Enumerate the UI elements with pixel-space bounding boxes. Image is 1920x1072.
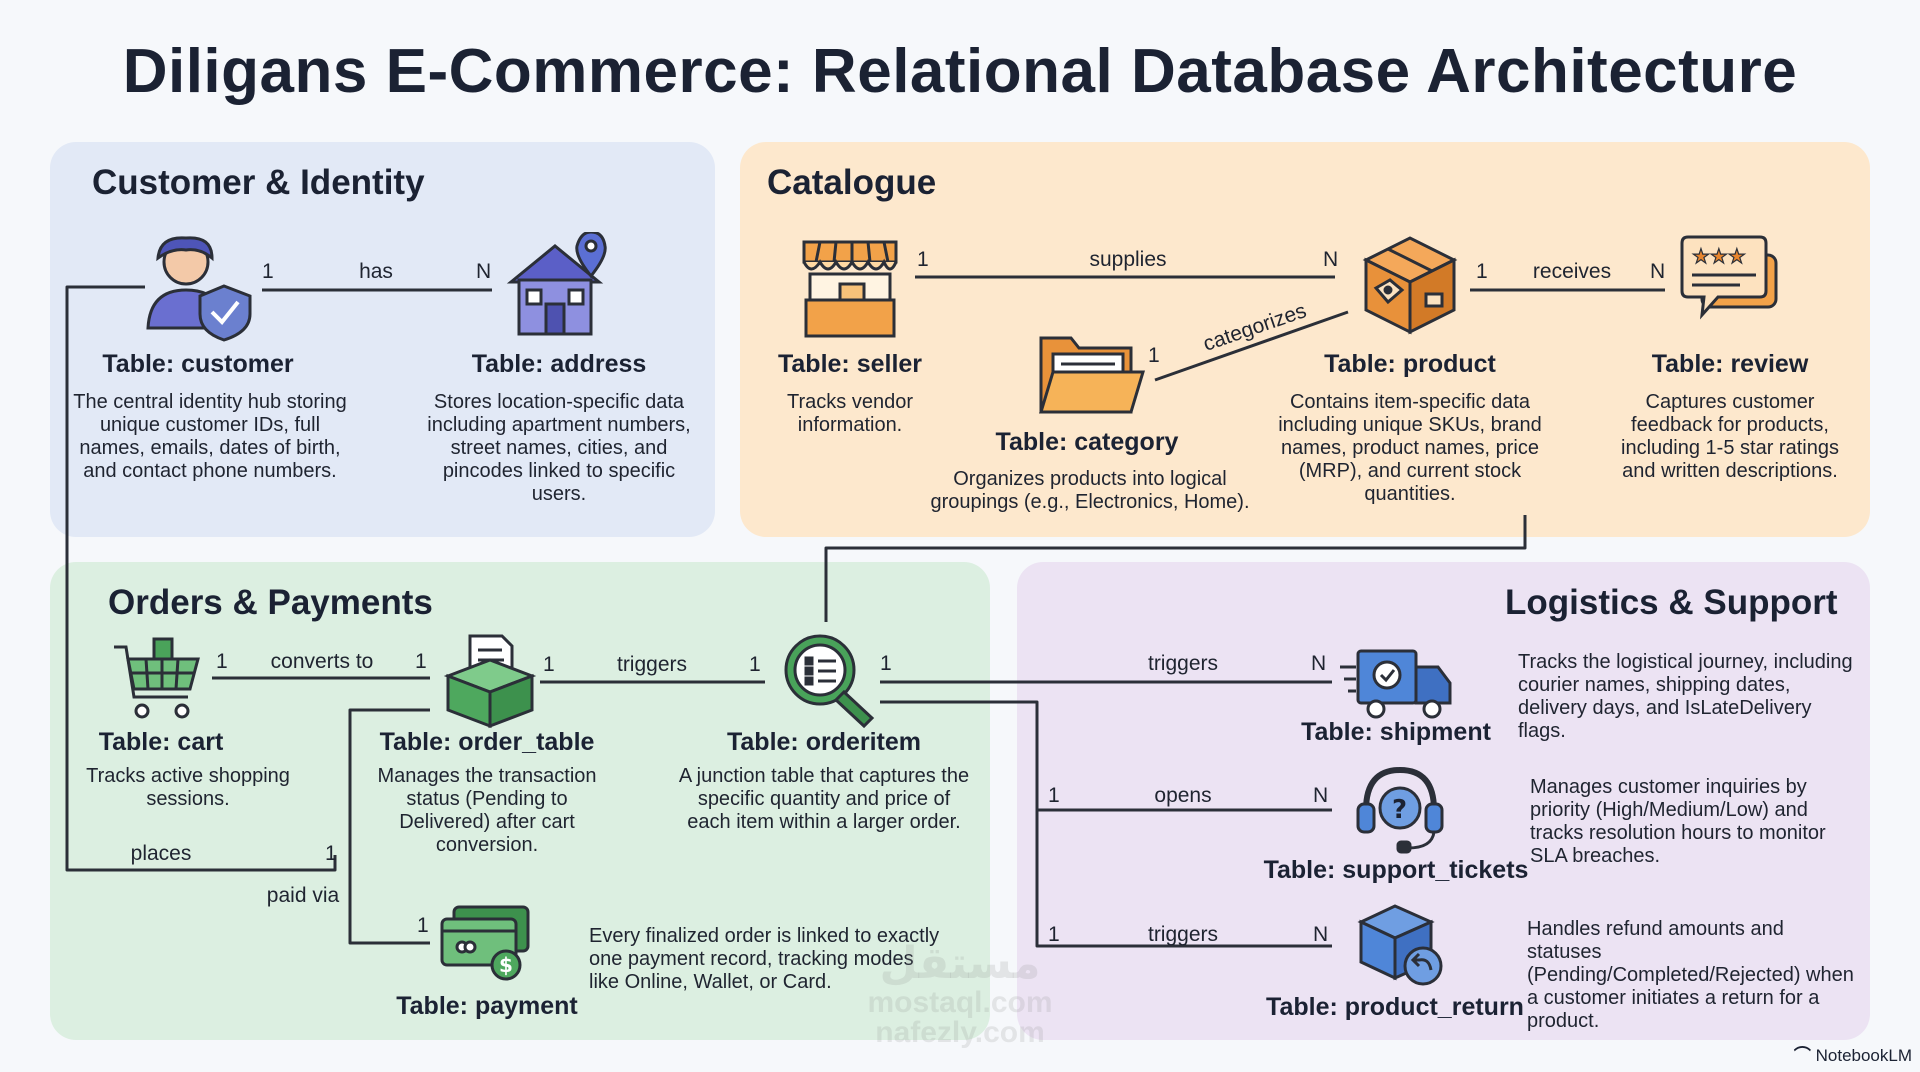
relation-label-triggers-return: triggers xyxy=(1147,923,1219,946)
relation-label-places: places xyxy=(130,842,192,865)
table-name-customer: Table: customer xyxy=(102,350,294,378)
desc-support-tickets: Manages customer inquiries by priority (… xyxy=(1530,776,1826,867)
watermark-line-2: mostaql.com xyxy=(867,986,1053,1019)
user-shield-icon xyxy=(146,236,252,342)
desc-shipment: Tracks the logistical journey, including… xyxy=(1518,651,1853,742)
line-orderitem-branch xyxy=(880,700,1332,948)
cardinality-triggers-orderitem-from: 1 xyxy=(543,653,555,676)
cardinality-converts-to: 1 xyxy=(415,650,427,673)
watermark-line-3: nafezly.com xyxy=(875,1016,1045,1049)
relation-label-opens: opens xyxy=(1154,784,1212,807)
section-title-orders: Orders & Payments xyxy=(108,583,433,622)
star-rating-icon: ★★★ xyxy=(1680,235,1778,320)
shopping-cart-icon xyxy=(114,637,200,719)
magnifier-list-icon xyxy=(784,634,875,729)
folder-icon xyxy=(1038,336,1145,414)
cardinality-paid-to: 1 xyxy=(417,914,429,937)
cardinality-supplies-to: N xyxy=(1323,248,1339,271)
cardinality-triggers-return-from: 1 xyxy=(1048,923,1060,946)
headset-icon: ? xyxy=(1356,766,1444,854)
desc-seller: Tracks vendor information. xyxy=(787,391,913,436)
relation-label-paid-via: paid via xyxy=(266,884,340,907)
section-title-catalogue: Catalogue xyxy=(767,163,937,202)
svg-text:?: ? xyxy=(1392,795,1407,825)
desc-cart: Tracks active shopping sessions. xyxy=(86,765,290,810)
order-box-icon xyxy=(443,634,537,729)
section-title-logistics: Logistics & Support xyxy=(1505,583,1838,622)
storefront-icon xyxy=(802,240,898,338)
logistics-support-panel xyxy=(1017,562,1870,1040)
table-name-review: Table: review xyxy=(1651,350,1809,378)
cardinality-triggers-return-to: N xyxy=(1313,923,1329,946)
cardinality-categorizes-from: 1 xyxy=(1148,344,1160,367)
desc-product: Contains item-specific data including un… xyxy=(1278,391,1542,505)
desc-category: Organizes products into logical grouping… xyxy=(930,468,1250,513)
catalogue-panel xyxy=(740,142,1870,537)
table-name-order-table: Table: order_table xyxy=(379,728,595,756)
return-box-icon xyxy=(1357,904,1443,986)
payment-card-icon: $ xyxy=(440,905,530,981)
cardinality-supplies-from: 1 xyxy=(917,248,929,271)
brand-label: NotebookLM xyxy=(1815,1046,1912,1065)
desc-address: Stores location-specific data including … xyxy=(427,391,691,505)
table-name-shipment: Table: shipment xyxy=(1301,718,1491,746)
house-pin-icon xyxy=(506,232,607,336)
section-title-customer: Customer & Identity xyxy=(92,163,425,202)
table-name-product: Table: product xyxy=(1324,350,1496,378)
desc-product-return: Handles refund amounts and statuses (Pen… xyxy=(1527,918,1854,1032)
cardinality-receives-to: N xyxy=(1650,260,1666,283)
cardinality-places-to: 1 xyxy=(325,842,337,865)
cardinality-opens-to: N xyxy=(1313,784,1329,807)
truck-icon xyxy=(1340,649,1452,719)
table-name-payment: Table: payment xyxy=(396,992,578,1020)
page-title: Diligans E-Commerce: Relational Database… xyxy=(122,37,1798,106)
svg-text:$: $ xyxy=(499,953,513,977)
desc-orderitem: A junction table that captures the speci… xyxy=(678,765,970,833)
cardinality-has-to: N xyxy=(476,260,492,283)
table-name-category: Table: category xyxy=(995,428,1179,456)
cardinality-triggers-shipment-from: 1 xyxy=(880,652,892,675)
table-name-orderitem: Table: orderitem xyxy=(726,728,922,756)
box-tag-icon xyxy=(1362,236,1458,335)
table-name-address: Table: address xyxy=(471,350,647,378)
watermark-line-1: مستقل xyxy=(879,939,1041,988)
desc-review: Captures customer feedback for products,… xyxy=(1621,391,1839,482)
table-name-support-tickets: Table: support_tickets xyxy=(1263,856,1529,884)
customer-identity-panel xyxy=(50,142,715,537)
desc-payment: Every finalized order is linked to exact… xyxy=(589,925,940,993)
desc-order-table: Manages the transaction status (Pending … xyxy=(377,765,597,856)
relation-label-receives: receives xyxy=(1532,260,1612,283)
table-name-seller: Table: seller xyxy=(777,350,923,378)
svg-text:★★★: ★★★ xyxy=(1692,244,1746,268)
desc-customer: The central identity hub storing unique … xyxy=(73,391,347,482)
table-name-cart: Table: cart xyxy=(98,728,224,756)
cardinality-converts-from: 1 xyxy=(216,650,228,673)
cardinality-opens-from: 1 xyxy=(1048,784,1060,807)
relation-label-triggers-orderitem: triggers xyxy=(616,653,688,676)
cardinality-receives-from: 1 xyxy=(1476,260,1488,283)
cardinality-triggers-shipment-to: N xyxy=(1311,652,1327,675)
line-categorizes xyxy=(1154,310,1349,382)
line-paid-via xyxy=(348,708,430,945)
relation-label-has: has xyxy=(359,260,393,283)
relation-label-supplies: supplies xyxy=(1089,248,1167,271)
cardinality-triggers-orderitem-to: 1 xyxy=(749,653,761,676)
watermark: مستقل mostaql.com nafezly.com xyxy=(840,940,1080,1048)
cardinality-has-from: 1 xyxy=(262,260,274,283)
table-name-product-return: Table: product_return xyxy=(1266,993,1524,1021)
line-places xyxy=(65,285,337,872)
line-product-orderitem xyxy=(824,515,1527,622)
notebooklm-brand: ⌒ NotebookLM xyxy=(1794,1041,1912,1066)
notebooklm-logo-icon: ⌒ xyxy=(1793,1046,1816,1065)
relation-label-converts-to: converts to xyxy=(270,650,374,673)
relation-label-triggers-shipment: triggers xyxy=(1147,652,1219,675)
